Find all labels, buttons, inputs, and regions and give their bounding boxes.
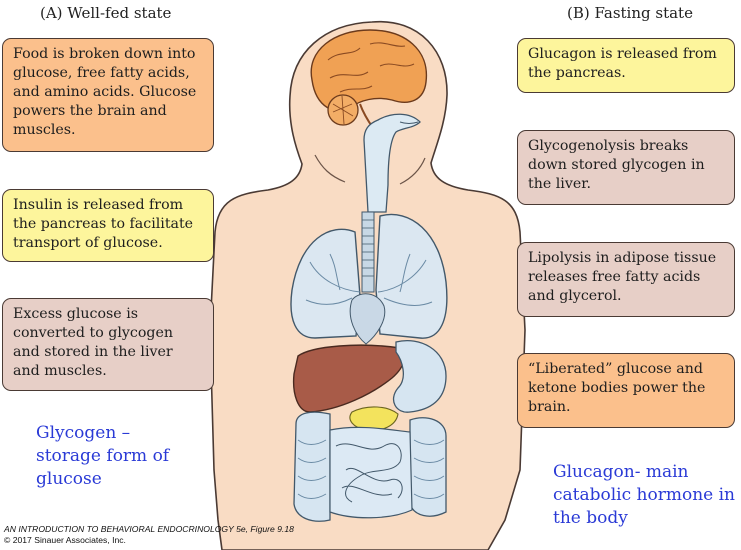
brain-icon [310, 29, 428, 133]
well-fed-box-excess-glucose: Excess glucose is converted to glycogen … [2, 298, 214, 391]
stomach-icon [393, 340, 447, 413]
heading-fasting: (B) Fasting state [567, 4, 693, 22]
well-fed-box-insulin: Insulin is released from the pancreas to… [2, 189, 214, 262]
note-glucagon: Glucagon- main catabolic hormone in the … [553, 462, 736, 528]
intestines-icon [293, 411, 447, 522]
fasting-box-lipolysis: Lipolysis in adipose tissue releases fre… [517, 242, 735, 317]
fasting-box-glycogenolysis: Glycogenolysis breaks down stored glycog… [517, 130, 735, 205]
well-fed-box-food-breakdown: Food is broken down into glucose, free f… [2, 38, 214, 152]
fasting-box-liberated-glucose: “Liberated” glucose and ketone bodies po… [517, 353, 735, 428]
pancreas-icon [349, 406, 399, 431]
figure-credit: AN INTRODUCTION TO BEHAVIORAL ENDOCRINOL… [4, 524, 294, 546]
credit-title: AN INTRODUCTION TO BEHAVIORAL ENDOCRINOL… [4, 524, 294, 534]
heading-well-fed: (A) Well-fed state [40, 4, 172, 22]
trachea-icon [361, 113, 421, 293]
fasting-box-glucagon: Glucagon is released from the pancreas. [517, 38, 735, 93]
credit-copyright: © 2017 Sinauer Associates, Inc. [4, 535, 126, 545]
lungs-icon [290, 213, 448, 339]
note-glycogen: Glycogen – storage form of glucose [36, 423, 170, 489]
liver-icon [292, 344, 406, 413]
